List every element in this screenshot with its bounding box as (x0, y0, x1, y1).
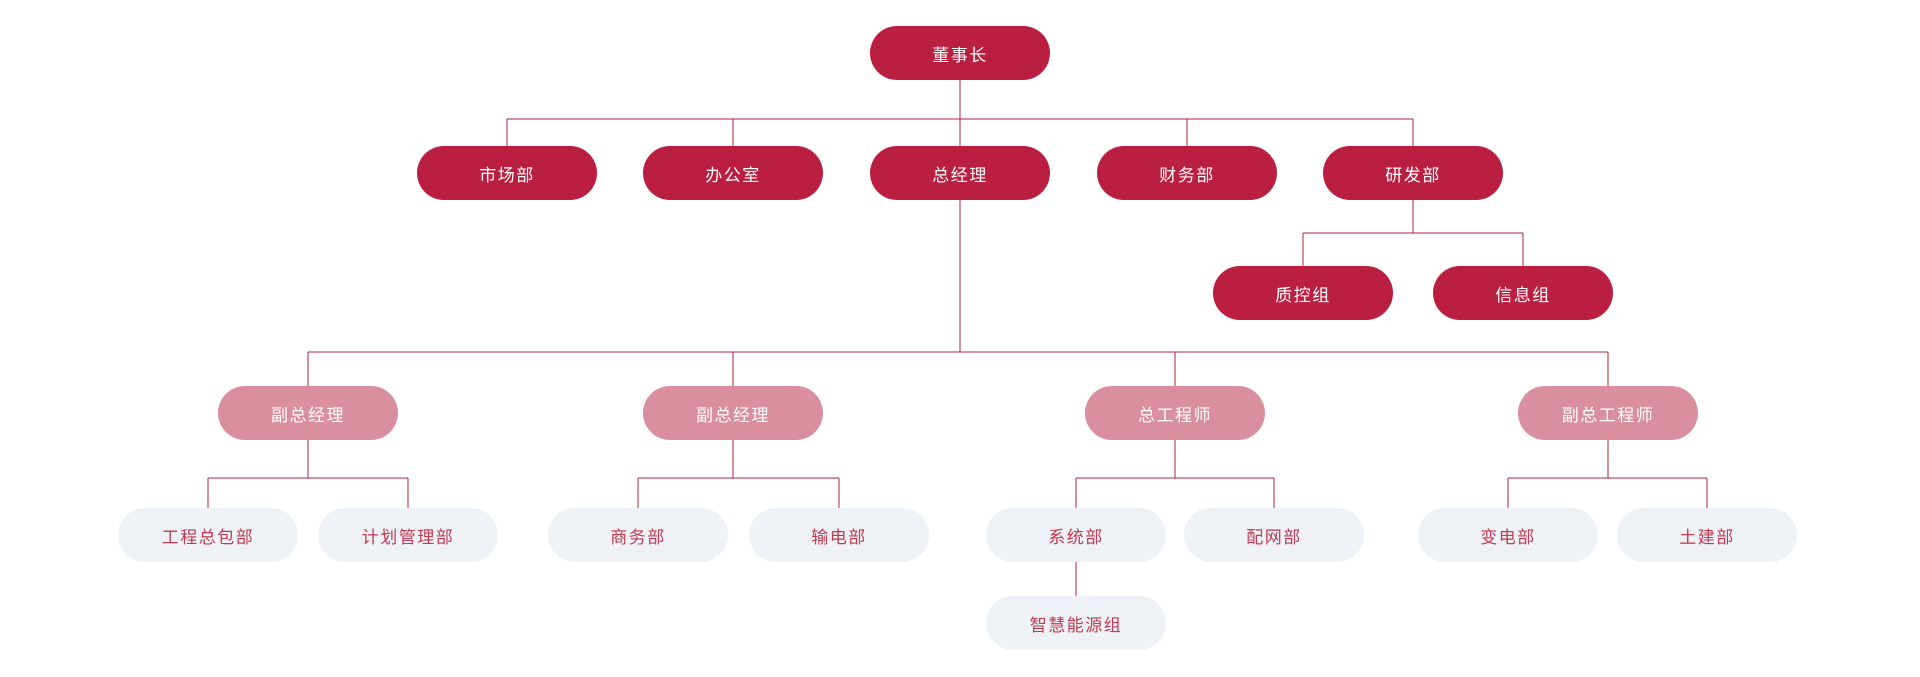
org-node-smart-energy-group[interactable]: 智慧能源组 (986, 596, 1166, 650)
connector-chief-engineer (1075, 440, 1275, 508)
org-node-deputy-chief-engineer[interactable]: 副总工程师 (1518, 386, 1698, 440)
org-node-civil-dept[interactable]: 土建部 (1617, 508, 1797, 562)
org-node-system-dept[interactable]: 系统部 (986, 508, 1166, 562)
org-node-commerce-dept[interactable]: 商务部 (548, 508, 728, 562)
org-node-chief-engineer[interactable]: 总工程师 (1085, 386, 1265, 440)
org-node-qc-group[interactable]: 质控组 (1213, 266, 1393, 320)
org-node-general-manager[interactable]: 总经理 (870, 146, 1050, 200)
connector-rd-dept (1302, 200, 1524, 266)
org-node-finance-dept[interactable]: 财务部 (1097, 146, 1277, 200)
org-node-info-group[interactable]: 信息组 (1433, 266, 1613, 320)
connector-deputy-chief-engineer (1507, 440, 1708, 508)
org-node-chairman[interactable]: 董事长 (870, 26, 1050, 80)
connector-deputy-gm-2 (637, 440, 840, 508)
org-node-deputy-gm-1[interactable]: 副总经理 (218, 386, 398, 440)
org-node-distribution-dept[interactable]: 配网部 (1184, 508, 1364, 562)
org-node-transmission-dept[interactable]: 输电部 (749, 508, 929, 562)
org-node-deputy-gm-2[interactable]: 副总经理 (643, 386, 823, 440)
org-node-office[interactable]: 办公室 (643, 146, 823, 200)
org-node-marketing-dept[interactable]: 市场部 (417, 146, 597, 200)
org-node-rd-dept[interactable]: 研发部 (1323, 146, 1503, 200)
connector-deputy-gm-1 (207, 440, 409, 508)
connector-general-manager (307, 200, 1609, 386)
org-node-planning-dept[interactable]: 计划管理部 (318, 508, 498, 562)
connector-chairman (506, 80, 1414, 146)
org-node-substation-dept[interactable]: 变电部 (1418, 508, 1598, 562)
org-node-epc-dept[interactable]: 工程总包部 (118, 508, 298, 562)
